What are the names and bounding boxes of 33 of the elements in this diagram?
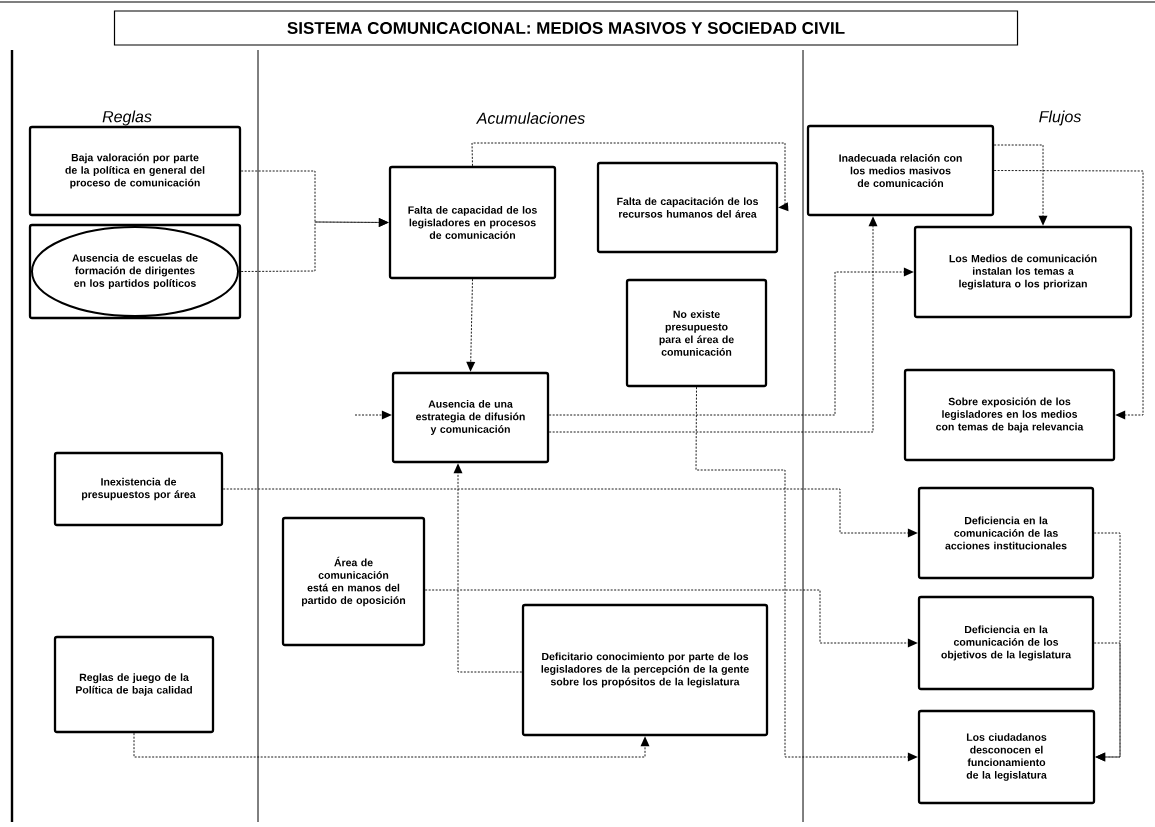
arrow bbox=[354, 410, 392, 420]
arrow bbox=[424, 589, 918, 648]
cause-box: Deficitario conocimiento por parte de los legisladores de la percepción de la gente sobre los propósitos de la legislatura bbox=[521, 603, 769, 737]
arrow bbox=[222, 488, 918, 538]
arrow bbox=[453, 463, 523, 673]
cause-box: Reglas de juego de la Política de baja calidad bbox=[53, 635, 215, 734]
arrow bbox=[471, 142, 789, 212]
cause-box: Inexistencia de presupuestos por área bbox=[53, 451, 224, 527]
arrow bbox=[1093, 642, 1121, 762]
cause-box: Falta de capacidad de los legisladores en procesos de comunicación bbox=[388, 165, 557, 280]
arrow bbox=[133, 732, 650, 758]
arrow bbox=[466, 278, 476, 372]
cause-box: Área de comunicación está en manos del partido de oposición bbox=[281, 516, 426, 647]
cause-box: Los Medios de comunicación instalan los temas a legislatura o los priorizan bbox=[913, 225, 1133, 319]
cause-box: No existe presupuesto para el área de comunicación bbox=[625, 278, 768, 388]
cause-box: Ausencia de escuelas de formación de dirigentes en los partidos políticos bbox=[28, 223, 242, 320]
arrow bbox=[695, 386, 918, 762]
arrow bbox=[548, 216, 878, 433]
cause-box: Falta de capacitación de los recursos humanos del área bbox=[596, 161, 779, 254]
arrow bbox=[993, 170, 1144, 420]
cause-box: Baja valoración por parte de la política en general del proceso de comunicación bbox=[28, 125, 242, 217]
arrow bbox=[548, 267, 914, 416]
arrow bbox=[240, 217, 389, 272]
column-header: Acumulaciones bbox=[475, 112, 585, 124]
cause-box: Inadecuada relación con los medios masivos de comunicación bbox=[806, 124, 995, 217]
cause-box: Ausencia de una estrategia de difusión y comunicación bbox=[391, 371, 550, 464]
cause-box: Deficiencia en la comunicación de las acciones institucionales bbox=[917, 486, 1095, 580]
cause-box: Sobre exposición de los legisladores en los medios con temas de baja relevancia bbox=[903, 368, 1116, 462]
cause-box: Los ciudadanos desconocen el funcionamiento de la legislatura bbox=[917, 709, 1096, 805]
title-box: SISTEMA COMUNICACIONAL: MEDIOS MASIVOS Y SOCIEDAD CIVIL bbox=[113, 10, 1019, 46]
arrow bbox=[993, 144, 1048, 226]
cause-box: Deficiencia en la comunicación de los objetivos de la legislatura bbox=[917, 595, 1095, 691]
column-header: Flujos bbox=[1039, 110, 1081, 126]
